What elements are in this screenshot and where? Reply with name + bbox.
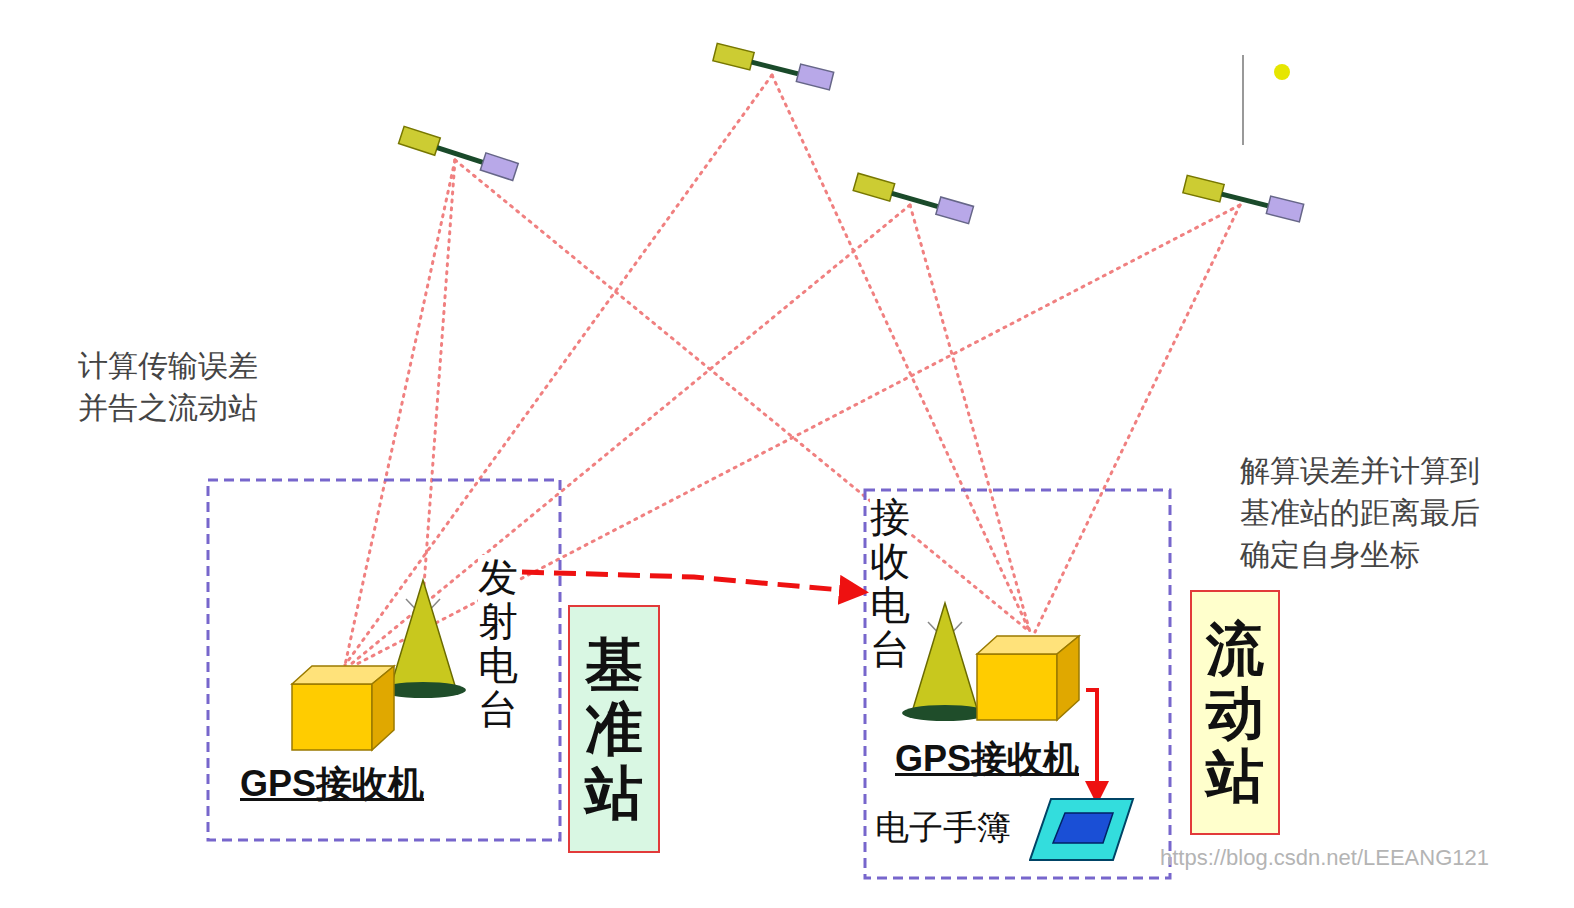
receiver-cube — [290, 662, 398, 754]
satellites — [399, 43, 1304, 223]
signal-arrow — [522, 572, 864, 592]
radio-node: 发射电台 — [378, 555, 518, 731]
station-box: 基准站 — [568, 605, 660, 853]
handheld-device — [1029, 797, 1135, 863]
illustration — [975, 632, 1083, 728]
receiver-cube — [975, 632, 1083, 724]
note-text: 解算误差并计算到 基准站的距离最后 确定自身坐标 — [1240, 450, 1495, 576]
component-label: 电子手簿 — [875, 805, 1011, 851]
component-label: 基准站 — [585, 633, 643, 824]
note-text: 计算传输误差 并告之流动站 — [78, 345, 276, 429]
radio-node: 接收电台 — [870, 495, 990, 729]
station-box: 流动站 — [1190, 590, 1280, 835]
component-label: 流动站 — [1206, 617, 1264, 808]
handbook-node: 电子手簿 — [875, 805, 1135, 867]
component-label: 发射电台 — [478, 555, 518, 731]
component-label: 接收电台 — [870, 495, 910, 671]
illustration — [1029, 797, 1135, 867]
receiver-node: GPS接收机 — [240, 662, 425, 809]
component-label: GPS接收机 — [895, 735, 1079, 784]
station-regions — [208, 480, 1170, 878]
receiver-node: GPS接收机 — [895, 632, 1083, 784]
component-label: GPS接收机 — [240, 760, 424, 809]
watermark: https://blog.csdn.net/LEEANG121 — [1160, 845, 1489, 871]
illustration — [290, 662, 398, 758]
signal-arrow — [1086, 690, 1097, 801]
